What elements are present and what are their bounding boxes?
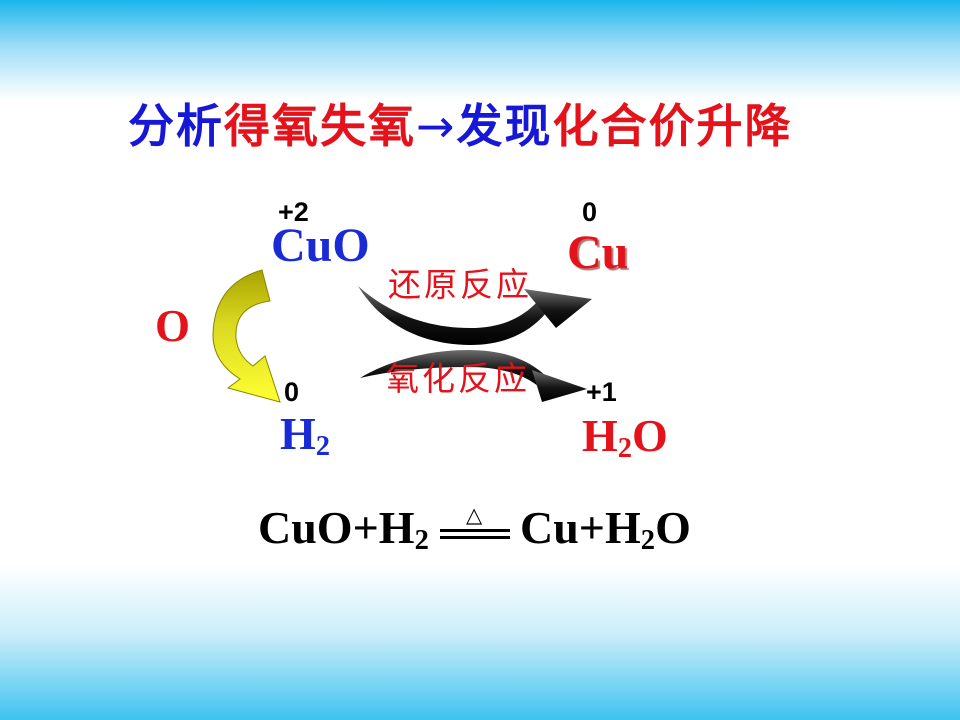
title-segment: 分析 — [128, 99, 224, 153]
formula-h2o-symbol: H — [582, 410, 618, 461]
formula-cuo: CuO — [271, 219, 370, 272]
oxidation-reaction-label: 氧化反应 — [386, 359, 530, 398]
reduction-arrow-icon — [358, 286, 592, 345]
formula-h2o-suffix: O — [632, 410, 668, 461]
reduction-reaction-label: 还原反应 — [388, 265, 532, 304]
heating-condition-icon: △ — [466, 503, 483, 527]
oxygen-transfer-arrow-icon — [212, 269, 281, 403]
formula-h2o-subscript: 2 — [617, 432, 633, 464]
formula-h2: H2 — [280, 408, 330, 461]
oxidation-arrow-icon — [360, 350, 587, 402]
title-segment-highlight: 化合价升降 — [552, 99, 793, 153]
title-segment-highlight: 得氧失氧 — [224, 99, 416, 153]
valence-h2: 0 — [284, 377, 300, 407]
formula-h2o: H2O — [582, 410, 668, 463]
equation-reactants: CuO+H2 — [258, 502, 429, 555]
title-arrow: → — [416, 99, 457, 153]
formula-cu: Cu — [567, 226, 629, 279]
title-segment: 发现 — [456, 99, 553, 153]
transferred-oxygen-label: O — [155, 301, 191, 351]
equation-products-suffix: O — [655, 502, 691, 553]
slide-title: 分析得氧失氧→发现化合价升降 — [128, 103, 793, 149]
formula-h2-subscript: 2 — [315, 430, 331, 462]
equation-products: Cu+H2O — [520, 502, 691, 555]
valence-cu: 0 — [582, 197, 598, 227]
equation-double-line — [440, 529, 510, 539]
valence-cuo: +2 — [278, 197, 309, 227]
valence-h2o: +1 — [586, 377, 617, 407]
formula-h2-symbol: H — [280, 408, 316, 459]
equation-products-text: Cu+H — [520, 502, 641, 553]
equation-reactants-text: CuO+H — [258, 502, 415, 553]
equation-reactants-subscript: 2 — [414, 524, 429, 556]
equation-products-subscript: 2 — [640, 524, 656, 556]
